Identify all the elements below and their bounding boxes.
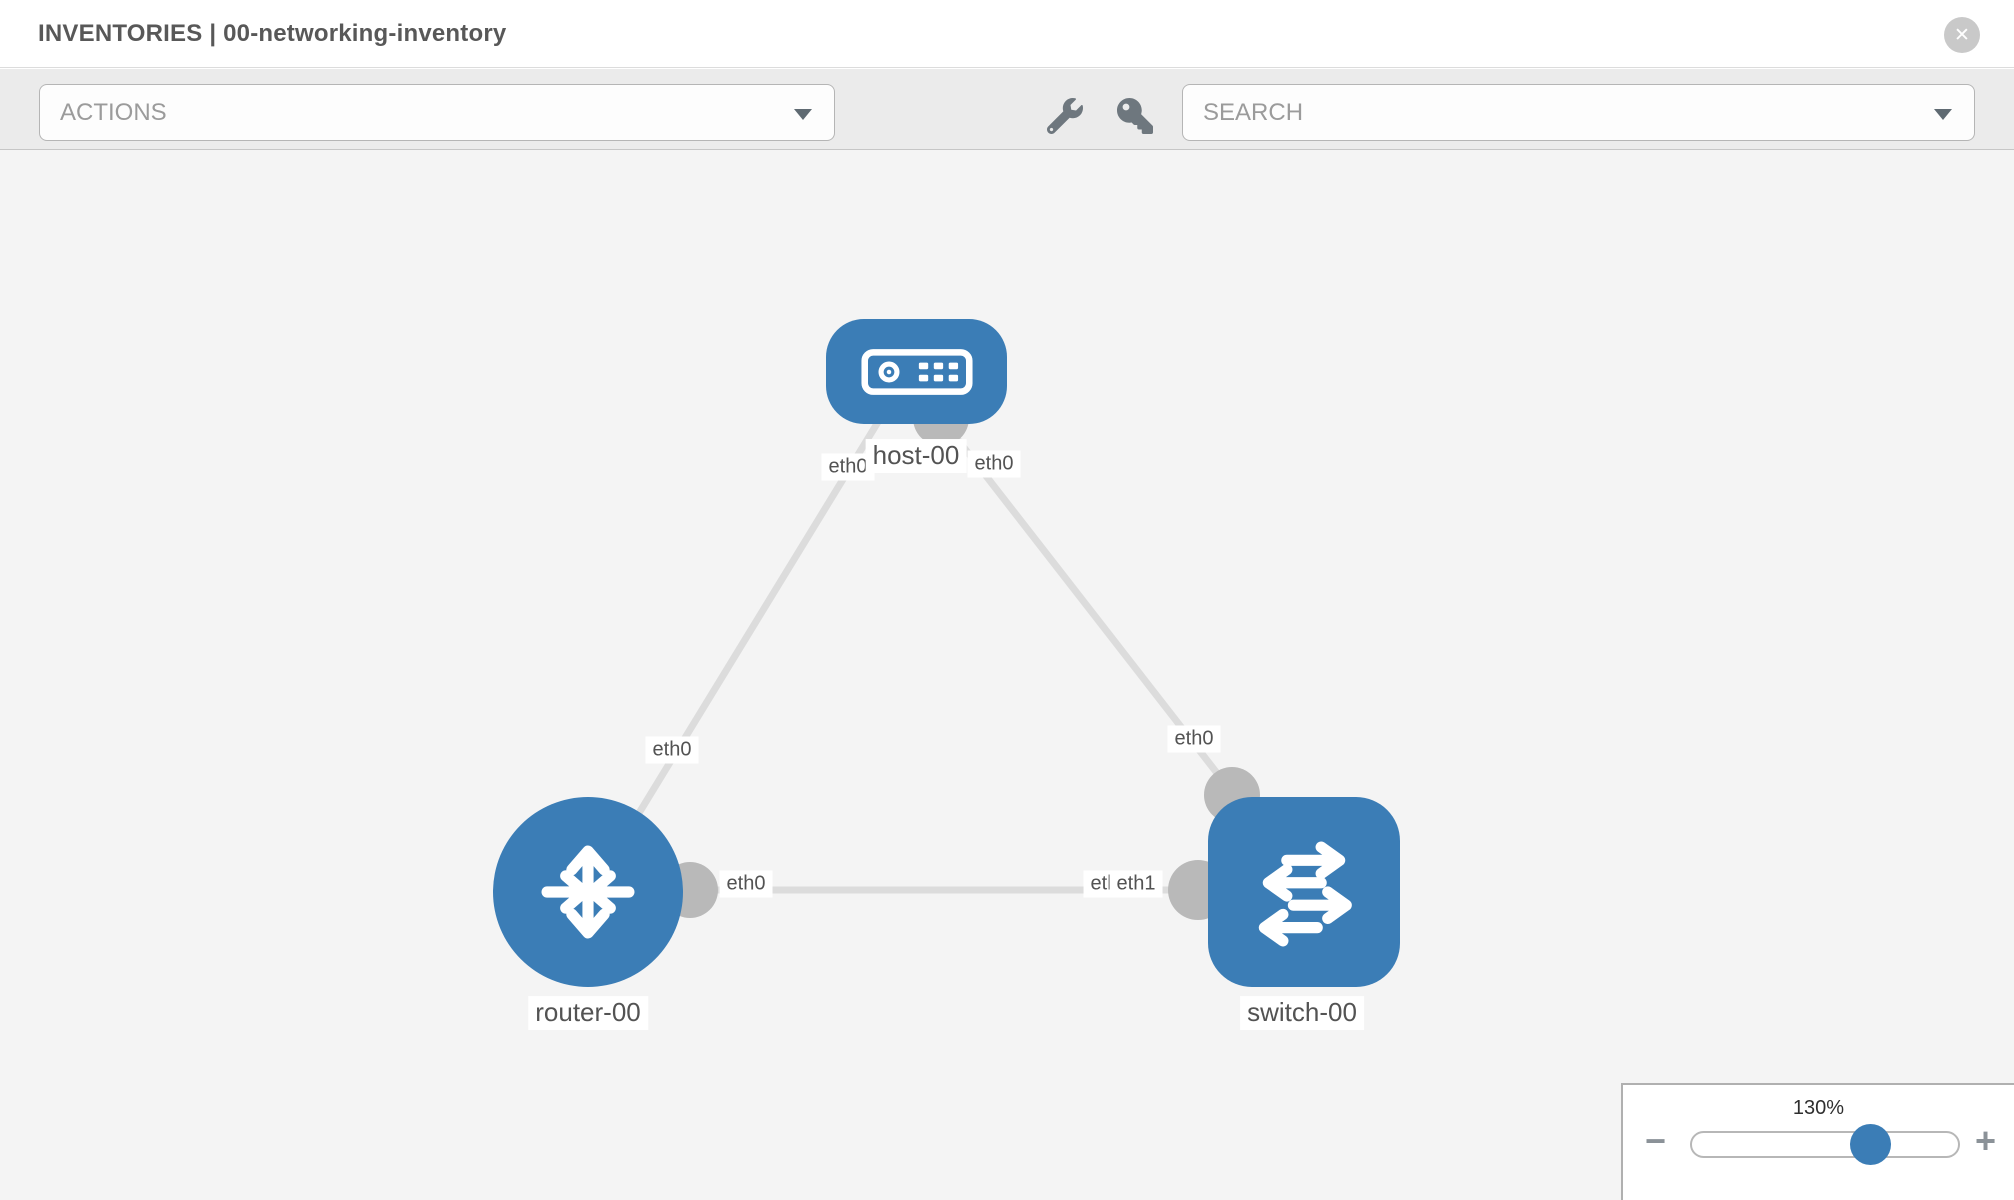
switch-icon	[1258, 841, 1352, 947]
close-button[interactable]: ✕	[1944, 17, 1980, 53]
chevron-down-icon	[794, 109, 812, 120]
zoom-in-button[interactable]: +	[1975, 1120, 1997, 1161]
zoom-out-button[interactable]: −	[1645, 1120, 1667, 1161]
page-header: INVENTORIES | 00-networking-inventory ✕	[0, 0, 2014, 68]
page-title: INVENTORIES | 00-networking-inventory	[38, 20, 507, 47]
links-layer	[589, 390, 1300, 920]
node-label-host: host-00	[865, 439, 967, 473]
interface-label: eth0	[967, 450, 1021, 478]
link-switch-host	[938, 415, 1258, 825]
node-host-00[interactable]	[826, 319, 1007, 424]
router-icon	[541, 845, 635, 939]
interface-label: eth1	[1109, 870, 1163, 898]
node-switch-00[interactable]	[1208, 797, 1400, 987]
node-label-router: router-00	[528, 996, 648, 1030]
topology-canvas[interactable]: host-00 router-00 switch-00 eth0 eth0 et…	[0, 150, 2014, 1200]
search-placeholder: SEARCH	[1203, 98, 1304, 126]
interface-label: eth0	[1167, 725, 1221, 753]
zoom-slider-thumb[interactable]	[1850, 1124, 1891, 1165]
toolbar: ACTIONS SEARCH	[0, 69, 2014, 150]
interface-label: eth0	[645, 736, 699, 764]
configure-button[interactable]	[1046, 98, 1083, 135]
interface-label: eth0	[719, 870, 773, 898]
wrench-icon	[1046, 98, 1083, 135]
node-router-00[interactable]	[493, 797, 683, 987]
zoom-panel: 130% − +	[1621, 1083, 2014, 1200]
chevron-down-icon	[1934, 109, 1952, 120]
host-icon	[860, 348, 973, 395]
key-icon	[1117, 98, 1153, 134]
actions-dropdown[interactable]: ACTIONS	[39, 84, 835, 141]
node-label-switch: switch-00	[1240, 996, 1364, 1030]
zoom-slider-track[interactable]	[1690, 1124, 1960, 1165]
close-icon: ✕	[1954, 24, 1970, 46]
credentials-button[interactable]	[1117, 98, 1153, 134]
zoom-level: 130%	[1792, 1097, 1845, 1119]
search-dropdown[interactable]: SEARCH	[1182, 84, 1975, 141]
actions-dropdown-label: ACTIONS	[60, 98, 167, 126]
